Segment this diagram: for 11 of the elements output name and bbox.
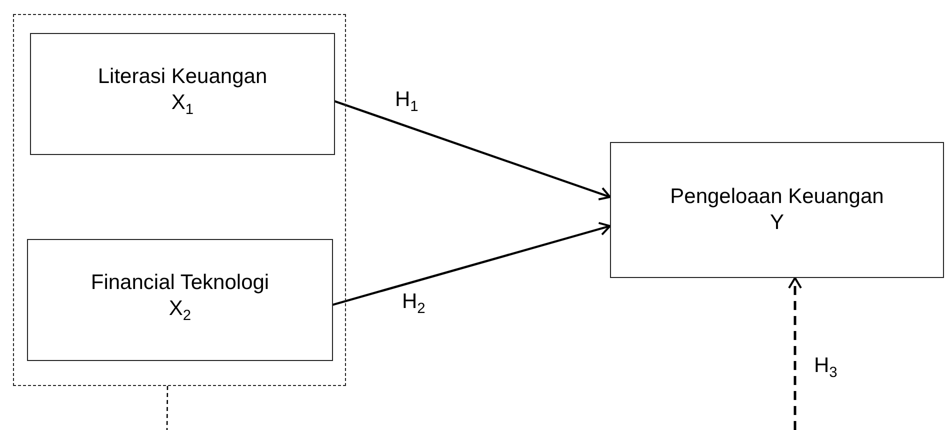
group-box: [13, 14, 346, 386]
variable-box: [610, 142, 944, 278]
variable-box: [30, 33, 335, 155]
arrow: [332, 222, 611, 306]
arrow: [788, 277, 802, 430]
arrow: [334, 100, 611, 200]
variable-label: Pengeloaan Keuangan Y: [669, 184, 885, 236]
variable-label: Literasi Keuangan X$_{1}$: [96, 64, 268, 121]
variable-label: Financial Teknologi X$_{2}$: [90, 270, 270, 327]
variable-box: [27, 239, 333, 361]
connector-line: [166, 386, 168, 430]
